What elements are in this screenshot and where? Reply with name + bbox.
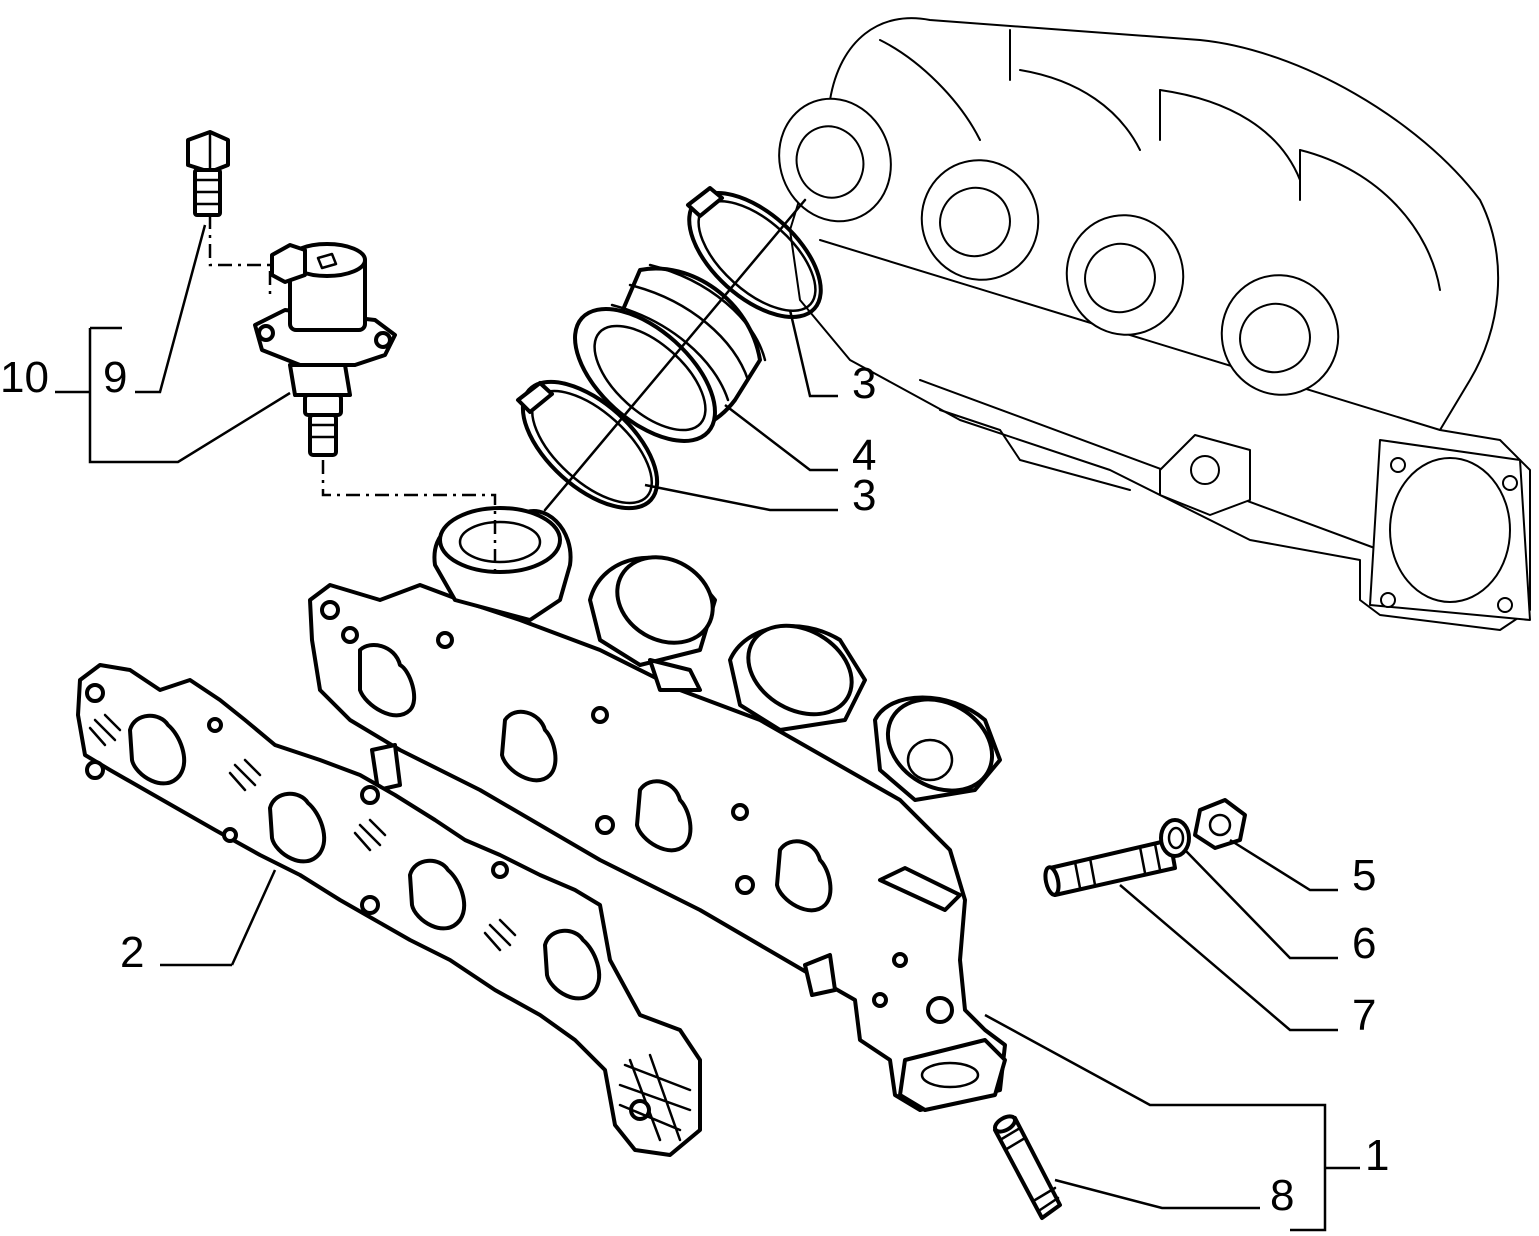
hose-clamp-lower	[516, 379, 660, 511]
leader-lines	[55, 224, 1360, 1232]
throttle-flange	[1369, 439, 1531, 621]
callout-10: 10	[0, 353, 49, 402]
intake-manifold	[308, 506, 1007, 1112]
plenum-runner-1	[778, 97, 892, 223]
callout-6: 6	[1352, 919, 1376, 968]
manifold-gasket	[76, 663, 702, 1157]
hex-nut	[1193, 798, 1247, 850]
callout-labels: 10 9 3 4 3 2 5 6 7 1 8	[0, 353, 1389, 1220]
callout-5: 5	[1352, 851, 1376, 900]
callout-1: 1	[1365, 1131, 1389, 1180]
callout-3b: 3	[852, 471, 876, 520]
rubber-sleeve	[573, 263, 767, 443]
solenoid-valve	[253, 242, 397, 457]
callout-9: 9	[103, 353, 127, 402]
plenum-runner-3	[1065, 214, 1185, 336]
stud-lower	[993, 1114, 1062, 1220]
plenum-runner-4	[1220, 274, 1340, 396]
hose-clamp-upper	[686, 186, 823, 319]
callout-3a: 3	[852, 359, 876, 408]
upper-intake-plenum	[778, 17, 1531, 631]
callout-2: 2	[120, 928, 144, 977]
callout-4: 4	[852, 431, 876, 480]
plenum-runner-2	[920, 159, 1040, 281]
hex-screw	[186, 130, 230, 217]
callout-8: 8	[1270, 1171, 1294, 1220]
callout-7: 7	[1352, 991, 1376, 1040]
stud-bolt	[1043, 838, 1177, 897]
plenum-boss	[1159, 434, 1251, 516]
washer	[1159, 818, 1191, 858]
